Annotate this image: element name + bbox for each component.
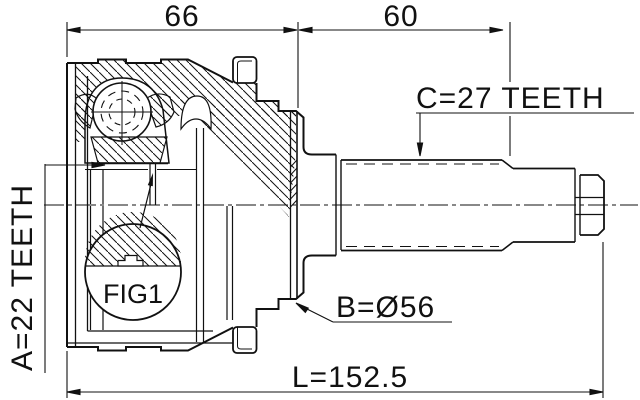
dim-60-text: 60 [383,0,418,33]
dim-66-text: 66 [164,0,199,33]
spline-tooth-profile [117,254,144,267]
outer-diameter-label: B=Ø56 [336,291,435,324]
label-a-leader [44,161,106,373]
retainer-tab-top [232,56,258,84]
outer-teeth-label: C=27 TEETH [416,82,605,115]
detail-circle-fig1: FIG1 [84,172,182,321]
total-length-label: L=152.5 [292,361,408,394]
dimension-66 [66,26,298,34]
inner-teeth-label: A=22 TEETH [6,184,39,371]
shaft-tip [575,174,605,236]
race-right-wall-hatch [180,100,296,217]
cage-detail [74,93,175,129]
dimension-length [66,388,604,396]
label-c-leader [416,112,634,157]
retainer-tab-bottom [232,326,258,354]
ball-track-pocket [180,95,212,131]
shaft [335,154,605,256]
dimension-texts: 66 60 C=27 TEETH A=22 TEETH B=Ø56 L=152.… [6,0,605,394]
shaft-mid-section [513,167,581,243]
spline-section [341,159,514,252]
detail-leader-arrow [139,172,156,229]
race-outline [66,58,336,352]
label-b-leader [293,300,452,323]
inner-race-spline [85,136,196,205]
detail-hatch-band [85,211,182,266]
detail-label: FIG1 [103,279,163,309]
face-serrations [290,159,298,208]
dimensions [44,22,634,398]
outer-race [66,56,336,354]
extension-lines [66,22,604,398]
dimension-60 [298,26,504,34]
boot-seat-flange [335,154,342,256]
